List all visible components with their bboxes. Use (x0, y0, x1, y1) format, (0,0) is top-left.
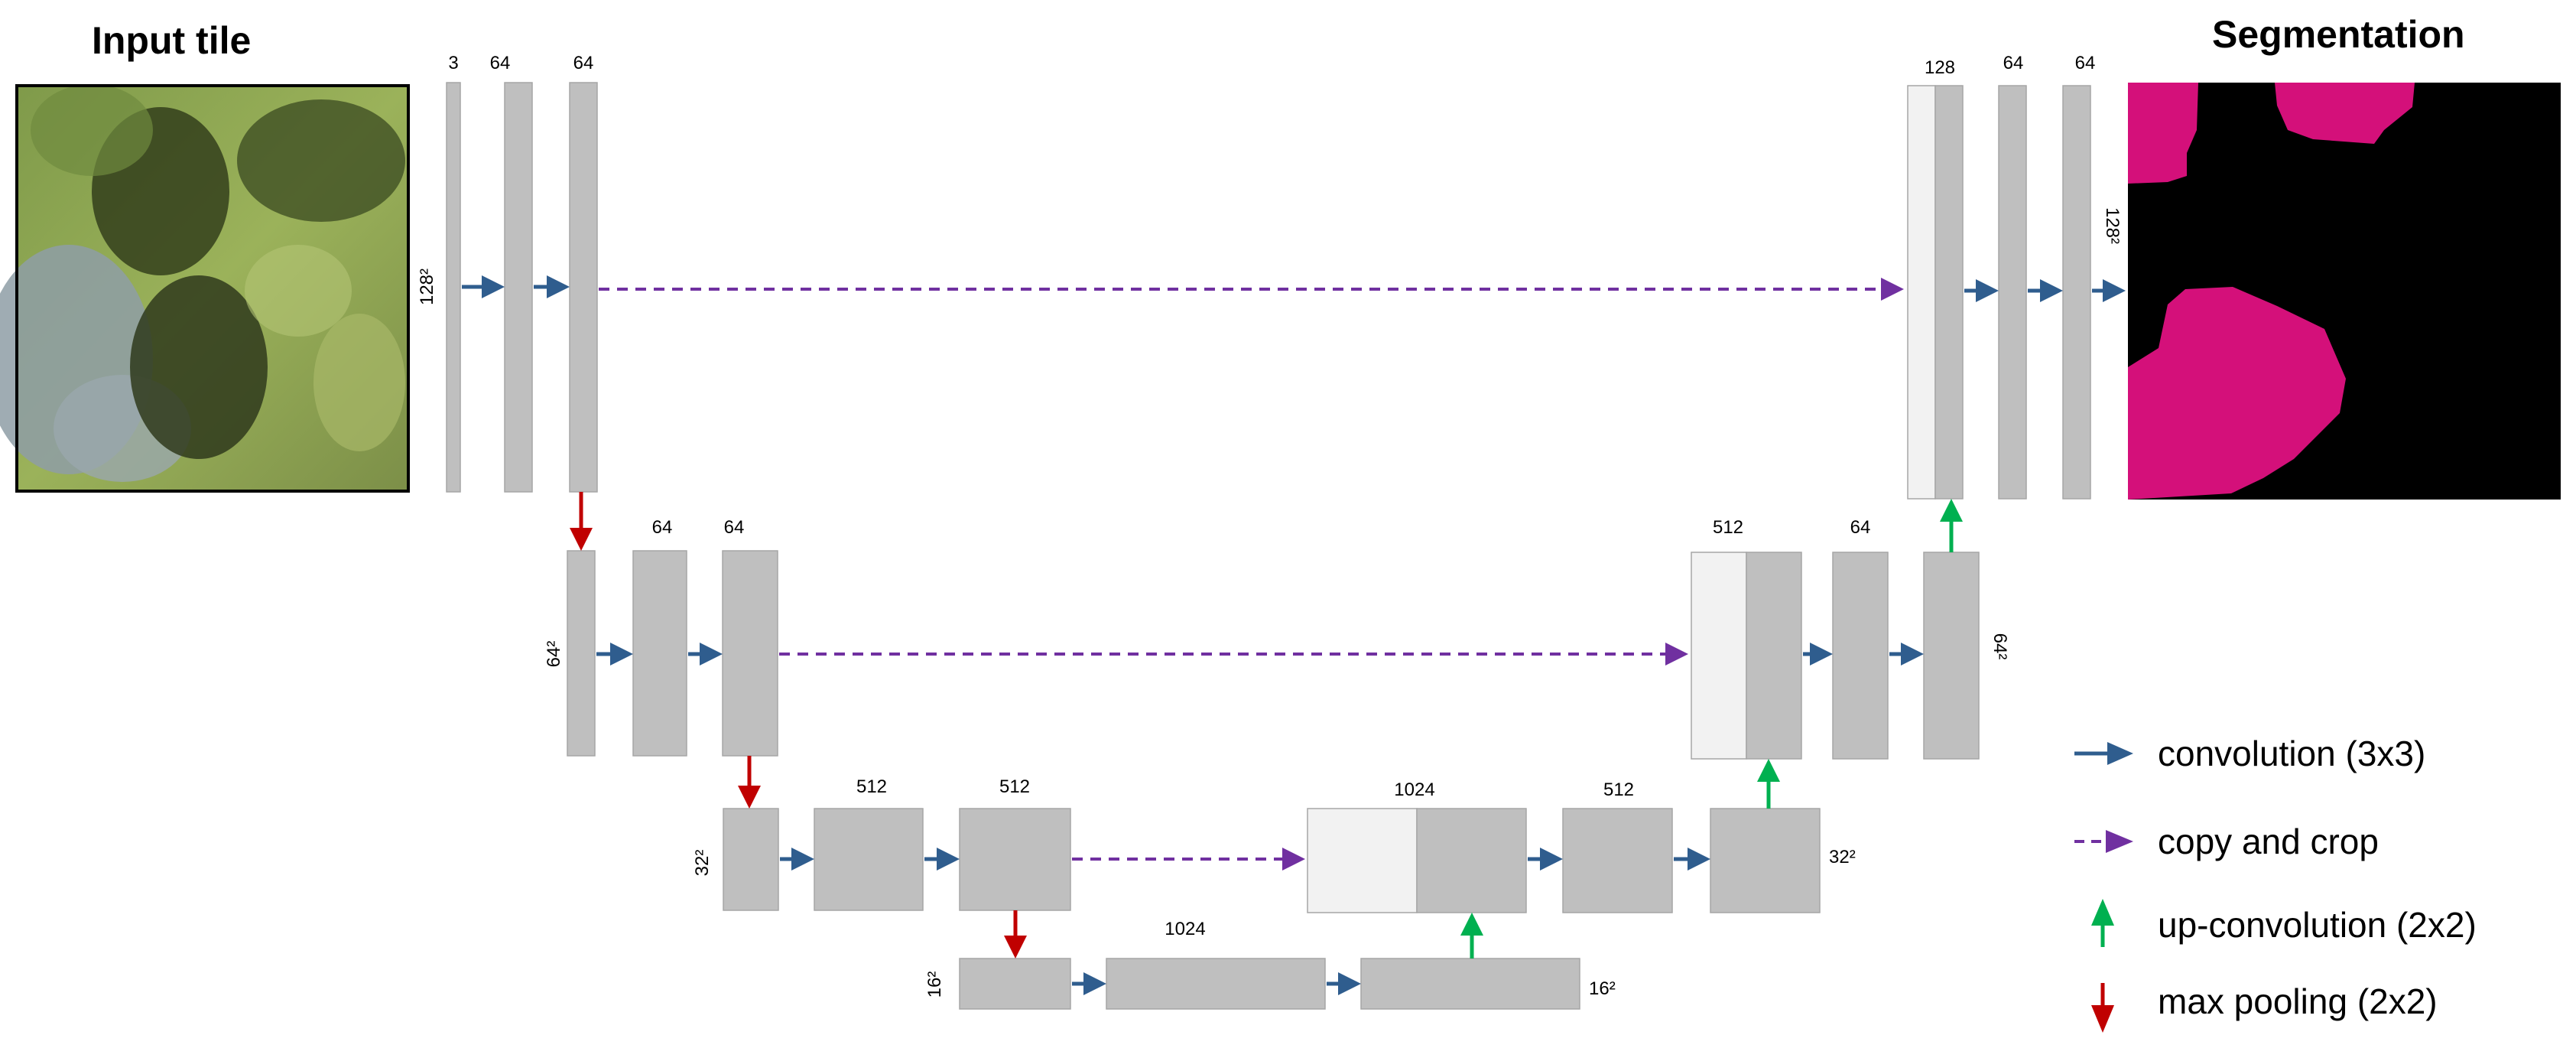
conv-arrow-r3-a (1528, 848, 1563, 871)
upconv-arrow-1 (1460, 913, 1483, 958)
feature-map-l3-conv1 (814, 808, 924, 911)
copy-arrow-level1 (599, 278, 1904, 301)
legend-upconv-arrow-icon (2091, 899, 2114, 947)
legend-pool-label: max pooling (2x2) (2158, 981, 2438, 1021)
pool-arrow-2 (738, 756, 761, 809)
conv-arrow-l1-a (462, 275, 505, 298)
conv-arrow-l2-a (596, 643, 633, 666)
size-label-r3: 32² (1829, 847, 1856, 867)
feature-map-r3-concat-copy (1307, 808, 1418, 913)
conv-arrow-r2-b (1889, 643, 1924, 666)
channel-label-l3-conv2: 512 (999, 776, 1030, 797)
size-label-r1: 128² (2102, 207, 2123, 244)
legend-upconv-label: up-convolution (2x2) (2158, 905, 2477, 945)
size-label-r2: 64² (1990, 633, 2010, 660)
channel-label-r1-conv2: 64 (2075, 53, 2096, 73)
legend-conv-label: convolution (3x3) (2158, 734, 2425, 773)
feature-map-l3-block0 (723, 808, 779, 911)
channel-label-r2-concat: 512 (1713, 517, 1743, 538)
feature-map-l4-conv1 (1106, 958, 1326, 1010)
feature-map-l2-block0 (567, 550, 596, 757)
channel-label-l1-input: 3 (448, 53, 458, 73)
copy-arrow-level2 (779, 643, 1688, 666)
legend-pool-arrow-icon (2091, 983, 2114, 1033)
channel-label-l2-conv2: 64 (724, 517, 745, 538)
input-tile-image (0, 84, 410, 493)
conv-arrow-r1-b (2028, 279, 2063, 302)
channel-label-r2-conv: 64 (1850, 517, 1871, 538)
size-label-l4: 16² (924, 972, 945, 998)
conv-arrow-r2-a (1803, 643, 1833, 666)
conv-arrow-r3-b (1674, 848, 1710, 871)
feature-map-r2-concat-up (1746, 552, 1802, 760)
feature-map-r2-concat-copy (1691, 552, 1747, 760)
channel-label-bottleneck: 1024 (1165, 919, 1205, 939)
size-label-l3: 32² (692, 850, 713, 877)
segmentation-output-image (2128, 83, 2561, 500)
input-tile-title: Input tile (92, 19, 251, 62)
feature-map-r1-conv1 (1998, 85, 2027, 500)
feature-map-l3-conv2 (959, 808, 1071, 911)
pool-arrow-1 (570, 492, 593, 551)
channel-label-l3-conv1: 512 (856, 776, 887, 797)
feature-map-l2-conv2 (722, 550, 778, 757)
pool-arrow-3 (1004, 910, 1027, 958)
conv-arrow-l4-a (1072, 972, 1106, 995)
channel-label-r3-conv: 512 (1603, 779, 1634, 800)
channel-label-l1-conv2: 64 (573, 53, 594, 73)
feature-map-l1-conv2 (569, 82, 598, 493)
feature-map-r3-conv2 (1710, 808, 1821, 913)
conv-arrow-l2-b (688, 643, 723, 666)
feature-map-r1-concat-up (1934, 85, 1964, 500)
conv-arrow-l1-b (534, 275, 570, 298)
legend: convolution (3x3) copy and crop up-convo… (2074, 734, 2477, 1033)
segmentation-title: Segmentation (2212, 13, 2465, 56)
size-label-l2: 64² (544, 641, 564, 668)
conv-arrow-l4-b (1327, 972, 1361, 995)
copy-arrow-level3 (1072, 848, 1305, 871)
upconv-arrow-3 (1940, 499, 1963, 552)
size-label-l1: 128² (417, 269, 437, 305)
conv-arrow-l3-b (924, 848, 960, 871)
feature-map-l1-conv1 (504, 82, 533, 493)
feature-map-l2-conv1 (632, 550, 687, 757)
conv-arrow-r1-out (2092, 279, 2126, 302)
size-label-r4: 16² (1589, 978, 1616, 999)
channel-label-r1-concat: 128 (1925, 57, 1955, 78)
feature-map-r4-conv2 (1360, 958, 1580, 1010)
legend-copy-label: copy and crop (2158, 822, 2379, 861)
feature-map-r1-concat-copy (1907, 85, 1936, 500)
feature-map-r2-conv2 (1923, 552, 1980, 760)
feature-map-l1-input (446, 82, 461, 493)
channel-label-l1-conv1: 64 (490, 53, 511, 73)
feature-map-l4-block0 (959, 958, 1071, 1010)
feature-map-r2-conv1 (1832, 552, 1889, 760)
conv-arrow-l3-a (780, 848, 814, 871)
channel-label-r3-concat: 1024 (1394, 779, 1434, 800)
feature-map-r3-conv1 (1562, 808, 1673, 913)
channel-label-l2-conv1: 64 (652, 517, 673, 538)
feature-map-r1-conv2 (2062, 85, 2091, 500)
legend-copy-arrow-icon (2074, 830, 2133, 853)
conv-arrow-r1-a (1964, 279, 1999, 302)
upconv-arrow-2 (1757, 759, 1780, 809)
legend-conv-arrow-icon (2074, 742, 2133, 765)
feature-map-r3-concat-up (1416, 808, 1527, 913)
channel-label-r1-conv1: 64 (2003, 53, 2024, 73)
